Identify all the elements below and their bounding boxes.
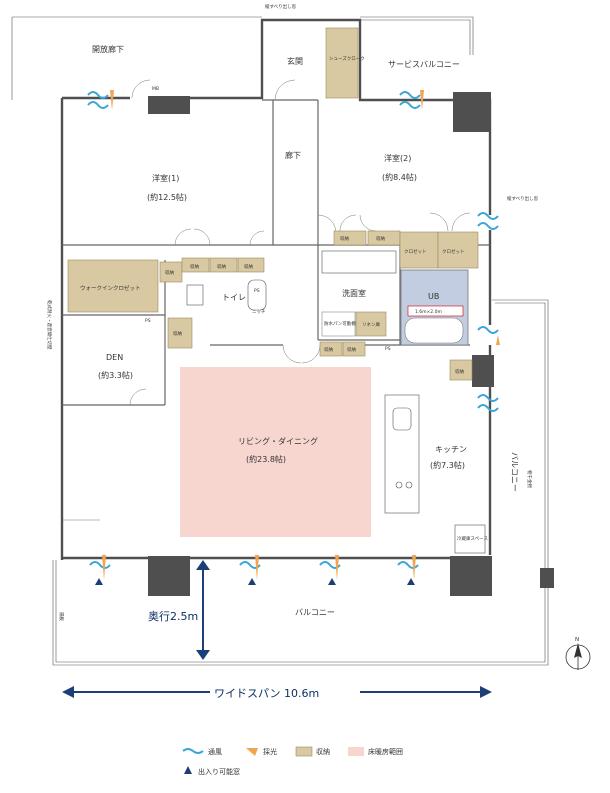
genkan-label: 玄関: [287, 56, 303, 66]
room1-size: (約12.5帖): [147, 192, 187, 202]
legend-ventilation-swatch: [182, 748, 204, 754]
ps-label-2: PS: [254, 288, 260, 294]
storage-label-8: 収納: [324, 346, 333, 353]
rouka-label: 廊下: [285, 150, 301, 160]
kitchen-size: (約7.3帖): [430, 460, 465, 470]
room2-size: (約8.4帖): [382, 172, 417, 182]
closet-label-1: クロゼット: [404, 248, 427, 255]
senmen-label: 洗面室: [342, 288, 366, 298]
legend: 通風 採光 収納 床暖房範囲 出入り可能窓: [182, 746, 403, 776]
legend-entrance-window: 出入り可能窓: [198, 767, 240, 776]
ps-label-3: PS: [385, 346, 391, 352]
ps-label-1: PS: [145, 318, 151, 324]
side-balcony-label: バルコニー: [510, 452, 519, 492]
legend-floor-heating: 床暖房範囲: [368, 747, 403, 756]
storage-label-3: 収納: [217, 263, 226, 270]
width-label: ワイドスパン 10.6m: [214, 687, 319, 700]
outer-terrace-lines: [11, 16, 549, 666]
ventilation-markers: [87, 91, 499, 569]
width-dimension: [62, 683, 492, 701]
entrance-window-markers: [95, 578, 415, 585]
depth-label: 奥行2.5m: [148, 609, 198, 623]
balcony-label: バルコニー: [295, 608, 335, 617]
floor-heating-area: [180, 367, 371, 537]
shoes-cloak-storage: [325, 27, 359, 99]
room2-label: 洋室(2): [384, 153, 411, 163]
living-size: (約23.8帖): [246, 454, 286, 464]
linen-label: リネン庫: [362, 321, 380, 328]
storage-label-6: 収納: [340, 235, 349, 242]
legend-daylight-swatch: [246, 748, 258, 756]
storage-label-10: 収納: [455, 368, 464, 375]
top-window-label: 縦すべり出し窓: [265, 3, 297, 10]
left-bottom-note: 隔板: [58, 612, 65, 621]
storage-label-1: 収納: [165, 269, 174, 276]
north-compass: [565, 643, 591, 670]
daylight-markers: [102, 90, 500, 580]
storage-label-2: 収納: [190, 263, 199, 270]
walls: [60, 18, 554, 596]
legend-daylight: 採光: [263, 747, 277, 756]
fridge-label: 冷蔵庫スペース: [457, 535, 488, 542]
closet-label-2: クロゼット: [442, 248, 465, 255]
storage-label-9: 収納: [347, 346, 356, 353]
shoes-cloak-label: シューズクローク: [329, 55, 365, 62]
fixtures: [186, 250, 486, 554]
den-label: DEN: [106, 353, 123, 362]
storage-areas: [67, 27, 479, 381]
living-label: リビング・ダイニング: [238, 436, 318, 446]
den-size: (約3.3帖): [98, 370, 133, 380]
storage-label-7: 収納: [376, 235, 385, 242]
storage-label-4: 収納: [244, 263, 253, 270]
doors: [62, 79, 471, 521]
storage-label-5: 収納: [173, 330, 182, 337]
legend-entrance-swatch: [184, 766, 192, 774]
monohoshi-label: 物干金物: [526, 470, 533, 488]
service-balcony-label: サービスバルコニー: [388, 60, 460, 69]
legend-storage-swatch: [295, 746, 313, 757]
depth-dimension: [196, 560, 210, 660]
corridor-label: 開放廊下: [92, 44, 124, 54]
left-wall-note: 乾式耐火・遮音間仕切壁: [46, 300, 53, 350]
kitchen-label: キッチン: [435, 445, 467, 454]
legend-storage: 収納: [316, 747, 330, 756]
ub-size-label: 1.6m×2.0m: [415, 309, 442, 315]
walkin-closet-storage: [67, 259, 159, 313]
right-window-label: 縦すべり出し窓: [507, 195, 539, 202]
bouka-pan-label: 防水パン可動棚: [324, 320, 356, 327]
ub-label: UB: [428, 292, 439, 301]
legend-floor-heating-swatch: [348, 747, 364, 756]
legend-ventilation: 通風: [208, 747, 222, 756]
walkin-label: ウォークインクロゼット: [80, 284, 141, 292]
toilet-label: トイレ: [222, 293, 246, 302]
mb-label: MB: [152, 86, 159, 92]
north-label: N: [575, 637, 579, 643]
niche-label: ニッチ: [252, 309, 266, 315]
room1-label: 洋室(1): [152, 173, 179, 183]
